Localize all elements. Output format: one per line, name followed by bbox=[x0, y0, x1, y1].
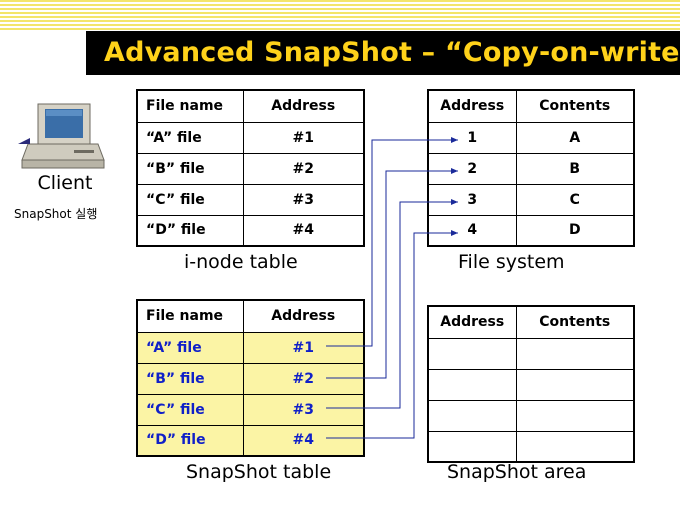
table-header: Address bbox=[427, 305, 517, 339]
table-row bbox=[427, 430, 635, 463]
arrow-b-to-2 bbox=[326, 168, 458, 379]
table-cell: #2 bbox=[242, 152, 365, 185]
table-header: File name bbox=[136, 89, 244, 123]
computer-icon bbox=[18, 103, 105, 169]
table-header-row: Address Contents bbox=[427, 305, 635, 339]
table-cell: “B” file bbox=[136, 362, 244, 395]
table-header-row: Address Contents bbox=[427, 89, 635, 123]
snapshot-table: File name Address “A” file#1 “B” file#2 … bbox=[136, 299, 365, 457]
inode-table-caption: i-node table bbox=[184, 251, 298, 273]
table-header: Contents bbox=[515, 89, 635, 123]
table-cell: #4 bbox=[242, 214, 365, 247]
snapshot-area-caption: SnapShot area bbox=[447, 461, 587, 483]
table-cell: A bbox=[515, 121, 635, 154]
table-cell: “A” file bbox=[136, 121, 244, 154]
table-cell: #1 bbox=[242, 331, 365, 364]
table-cell: “A” file bbox=[136, 331, 244, 364]
table-header: Address bbox=[242, 299, 365, 333]
table-cell: #4 bbox=[242, 424, 365, 457]
table-row: “A” file#1 bbox=[136, 331, 365, 364]
arrow-c-to-3 bbox=[326, 199, 458, 409]
table-row: “D” file#4 bbox=[136, 424, 365, 457]
table-row: “A” file#1 bbox=[136, 121, 365, 154]
table-cell: #3 bbox=[242, 393, 365, 426]
file-system-caption: File system bbox=[458, 251, 565, 273]
table-cell: #1 bbox=[242, 121, 365, 154]
table-cell: “D” file bbox=[136, 424, 244, 457]
slide-title: Advanced SnapShot – “Copy-on-write” bbox=[86, 31, 680, 75]
inode-table: File name Address “A” file#1 “B” file#2 … bbox=[136, 89, 365, 247]
header-stripes bbox=[0, 0, 680, 32]
table-header: Contents bbox=[515, 305, 635, 339]
table-cell bbox=[515, 430, 635, 463]
snapshot-area-table: Address Contents bbox=[427, 305, 635, 463]
table-cell bbox=[427, 430, 517, 463]
client-sublabel: SnapShot 실행 bbox=[14, 207, 98, 221]
table-header-row: File name Address bbox=[136, 89, 365, 123]
table-cell: “C” file bbox=[136, 393, 244, 426]
table-row: “C” file#3 bbox=[136, 393, 365, 426]
table-cell: “D” file bbox=[136, 214, 244, 247]
client-label: Client bbox=[37, 172, 93, 194]
snapshot-table-caption: SnapShot table bbox=[186, 461, 332, 483]
table-cell bbox=[515, 399, 635, 432]
table-row: “D” file#4 bbox=[136, 214, 365, 247]
arrow-d-to-4 bbox=[326, 230, 458, 439]
table-cell: 4 bbox=[427, 214, 517, 247]
table-cell: “B” file bbox=[136, 152, 244, 185]
table-cell bbox=[515, 368, 635, 401]
table-cell: D bbox=[515, 214, 635, 247]
table-row: “B” file#2 bbox=[136, 152, 365, 185]
table-header: Address bbox=[242, 89, 365, 123]
arrow-a-to-1 bbox=[326, 137, 458, 347]
table-cell: 3 bbox=[427, 183, 517, 216]
table-header: Address bbox=[427, 89, 517, 123]
